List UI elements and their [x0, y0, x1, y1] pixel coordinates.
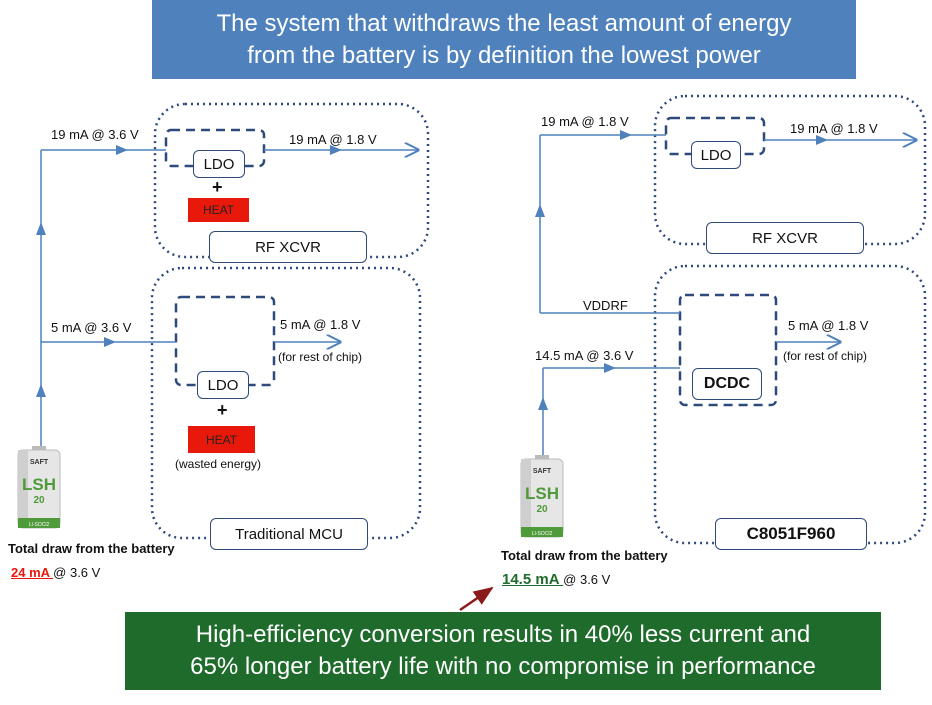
left-battery-image: SAFT LSH 20 LI-SOCl2 — [14, 446, 64, 530]
left-total-voltage: @ 3.6 V — [53, 565, 101, 580]
left-trunk-arrow-lower — [36, 384, 46, 397]
left-battery-sub: LI-SOCl2 — [29, 522, 50, 528]
top-banner-line-1: The system that withdraws the least amou… — [216, 9, 792, 37]
right-rf-ldo: LDO — [691, 141, 741, 169]
left-total-value-line: 24 mA @ 3.6 V — [11, 565, 100, 580]
right-total-voltage: @ 3.6 V — [563, 572, 611, 587]
right-rf-feed-arrow — [620, 130, 632, 140]
right-dcdc-feed-arrow — [604, 363, 616, 373]
right-total-value: 14.5 mA — [502, 571, 564, 588]
left-mcu-heat-note: (wasted energy) — [175, 457, 262, 471]
right-rf-container — [653, 94, 927, 246]
left-rf-feed-arrow — [116, 145, 128, 155]
right-dcdc-dashed-block — [678, 293, 778, 407]
left-mcu-ldo: LDO — [197, 371, 249, 399]
bottom-banner-line-2: 65% longer battery life with no compromi… — [190, 653, 816, 680]
left-mcu-heat: HEAT — [188, 426, 255, 453]
left-mcu-feed-arrow — [104, 337, 116, 347]
right-battery-sub: LI-SOCl2 — [532, 531, 553, 537]
left-rf-ldo: LDO — [193, 150, 245, 178]
right-rf-output-label: 19 mA @ 1.8 V — [790, 121, 878, 136]
right-battery-riser-arrow — [538, 397, 548, 410]
right-mcu-title: C8051F960 — [715, 518, 867, 550]
left-mcu-output-note: (for rest of chip) — [278, 350, 363, 364]
right-vddrf-label: VDDRF — [583, 298, 628, 313]
left-rf-container — [153, 102, 430, 259]
right-battery-image: SAFT LSH 20 LI-SOCl2 — [517, 455, 567, 539]
bottom-banner: High-efficiency conversion results in 40… — [125, 612, 881, 690]
left-rf-heat: HEAT — [188, 198, 249, 222]
left-rf-input-label: 19 mA @ 3.6 V — [51, 127, 139, 142]
right-rf-input-label: 19 mA @ 1.8 V — [541, 114, 629, 129]
top-banner-line-2: from the battery is by definition the lo… — [247, 41, 761, 69]
left-rf-plus: + — [212, 177, 223, 197]
right-mcu-input-label: 14.5 mA @ 3.6 V — [535, 348, 634, 363]
left-mcu-title: Traditional MCU — [210, 518, 368, 550]
right-mcu-output-label: 5 mA @ 1.8 V — [788, 318, 869, 333]
left-mcu-plus: + — [217, 400, 228, 420]
left-battery-size: 20 — [33, 495, 45, 506]
left-mcu-input-label: 5 mA @ 3.6 V — [51, 320, 132, 335]
right-dcdc: DCDC — [692, 368, 762, 400]
left-trunk-arrow-upper — [36, 222, 46, 235]
left-mcu-output-label: 5 mA @ 1.8 V — [280, 317, 361, 332]
left-battery-model: LSH — [22, 475, 56, 494]
right-vddrf-riser-arrow — [535, 204, 545, 217]
pointer-arrow — [459, 586, 494, 612]
right-battery-size: 20 — [536, 504, 548, 515]
right-total-value-line: 14.5 mA @ 3.6 V — [502, 571, 610, 588]
left-battery-brand: SAFT — [30, 459, 49, 466]
left-mcu-container — [150, 266, 422, 540]
right-rf-output-arrow — [816, 135, 828, 145]
left-rf-output-arrow — [330, 145, 342, 155]
right-rf-xcvr-title: RF XCVR — [706, 222, 864, 254]
right-battery-model: LSH — [525, 484, 559, 503]
right-battery-brand: SAFT — [533, 468, 552, 475]
right-mcu-output-note: (for rest of chip) — [783, 349, 868, 363]
bottom-banner-line-1: High-efficiency conversion results in 40… — [195, 621, 811, 648]
top-banner: The system that withdraws the least amou… — [152, 0, 856, 79]
left-total-label: Total draw from the battery — [8, 541, 175, 556]
right-total-label: Total draw from the battery — [501, 548, 668, 563]
left-total-value: 24 mA — [11, 565, 54, 580]
left-rf-xcvr-title: RF XCVR — [209, 231, 367, 263]
left-rf-output-label: 19 mA @ 1.8 V — [289, 132, 377, 147]
